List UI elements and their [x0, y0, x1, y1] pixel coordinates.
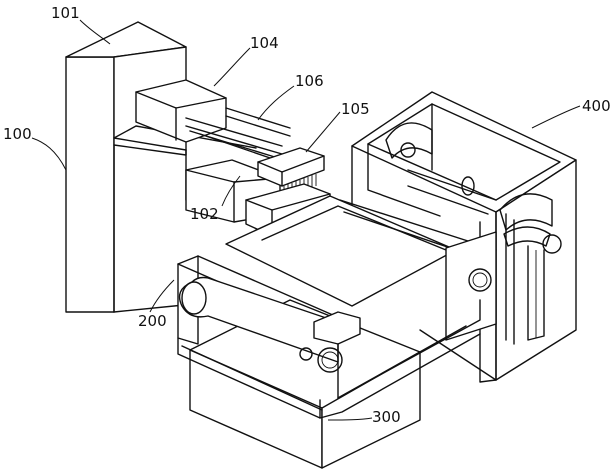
label-106: 106: [258, 72, 324, 120]
svg-text:300: 300: [372, 408, 401, 426]
svg-text:104: 104: [250, 34, 279, 52]
svg-text:200: 200: [138, 312, 167, 330]
svg-text:106: 106: [295, 72, 324, 90]
label-101: 101: [51, 4, 110, 44]
label-100: 100: [3, 125, 66, 170]
svg-text:105: 105: [341, 100, 370, 118]
label-200: 200: [138, 280, 174, 330]
svg-text:102: 102: [190, 205, 219, 223]
label-400: 400: [532, 97, 611, 128]
svg-text:100: 100: [3, 125, 32, 143]
svg-text:400: 400: [582, 97, 611, 115]
svg-text:101: 101: [51, 4, 80, 22]
label-104: 104: [214, 34, 279, 86]
